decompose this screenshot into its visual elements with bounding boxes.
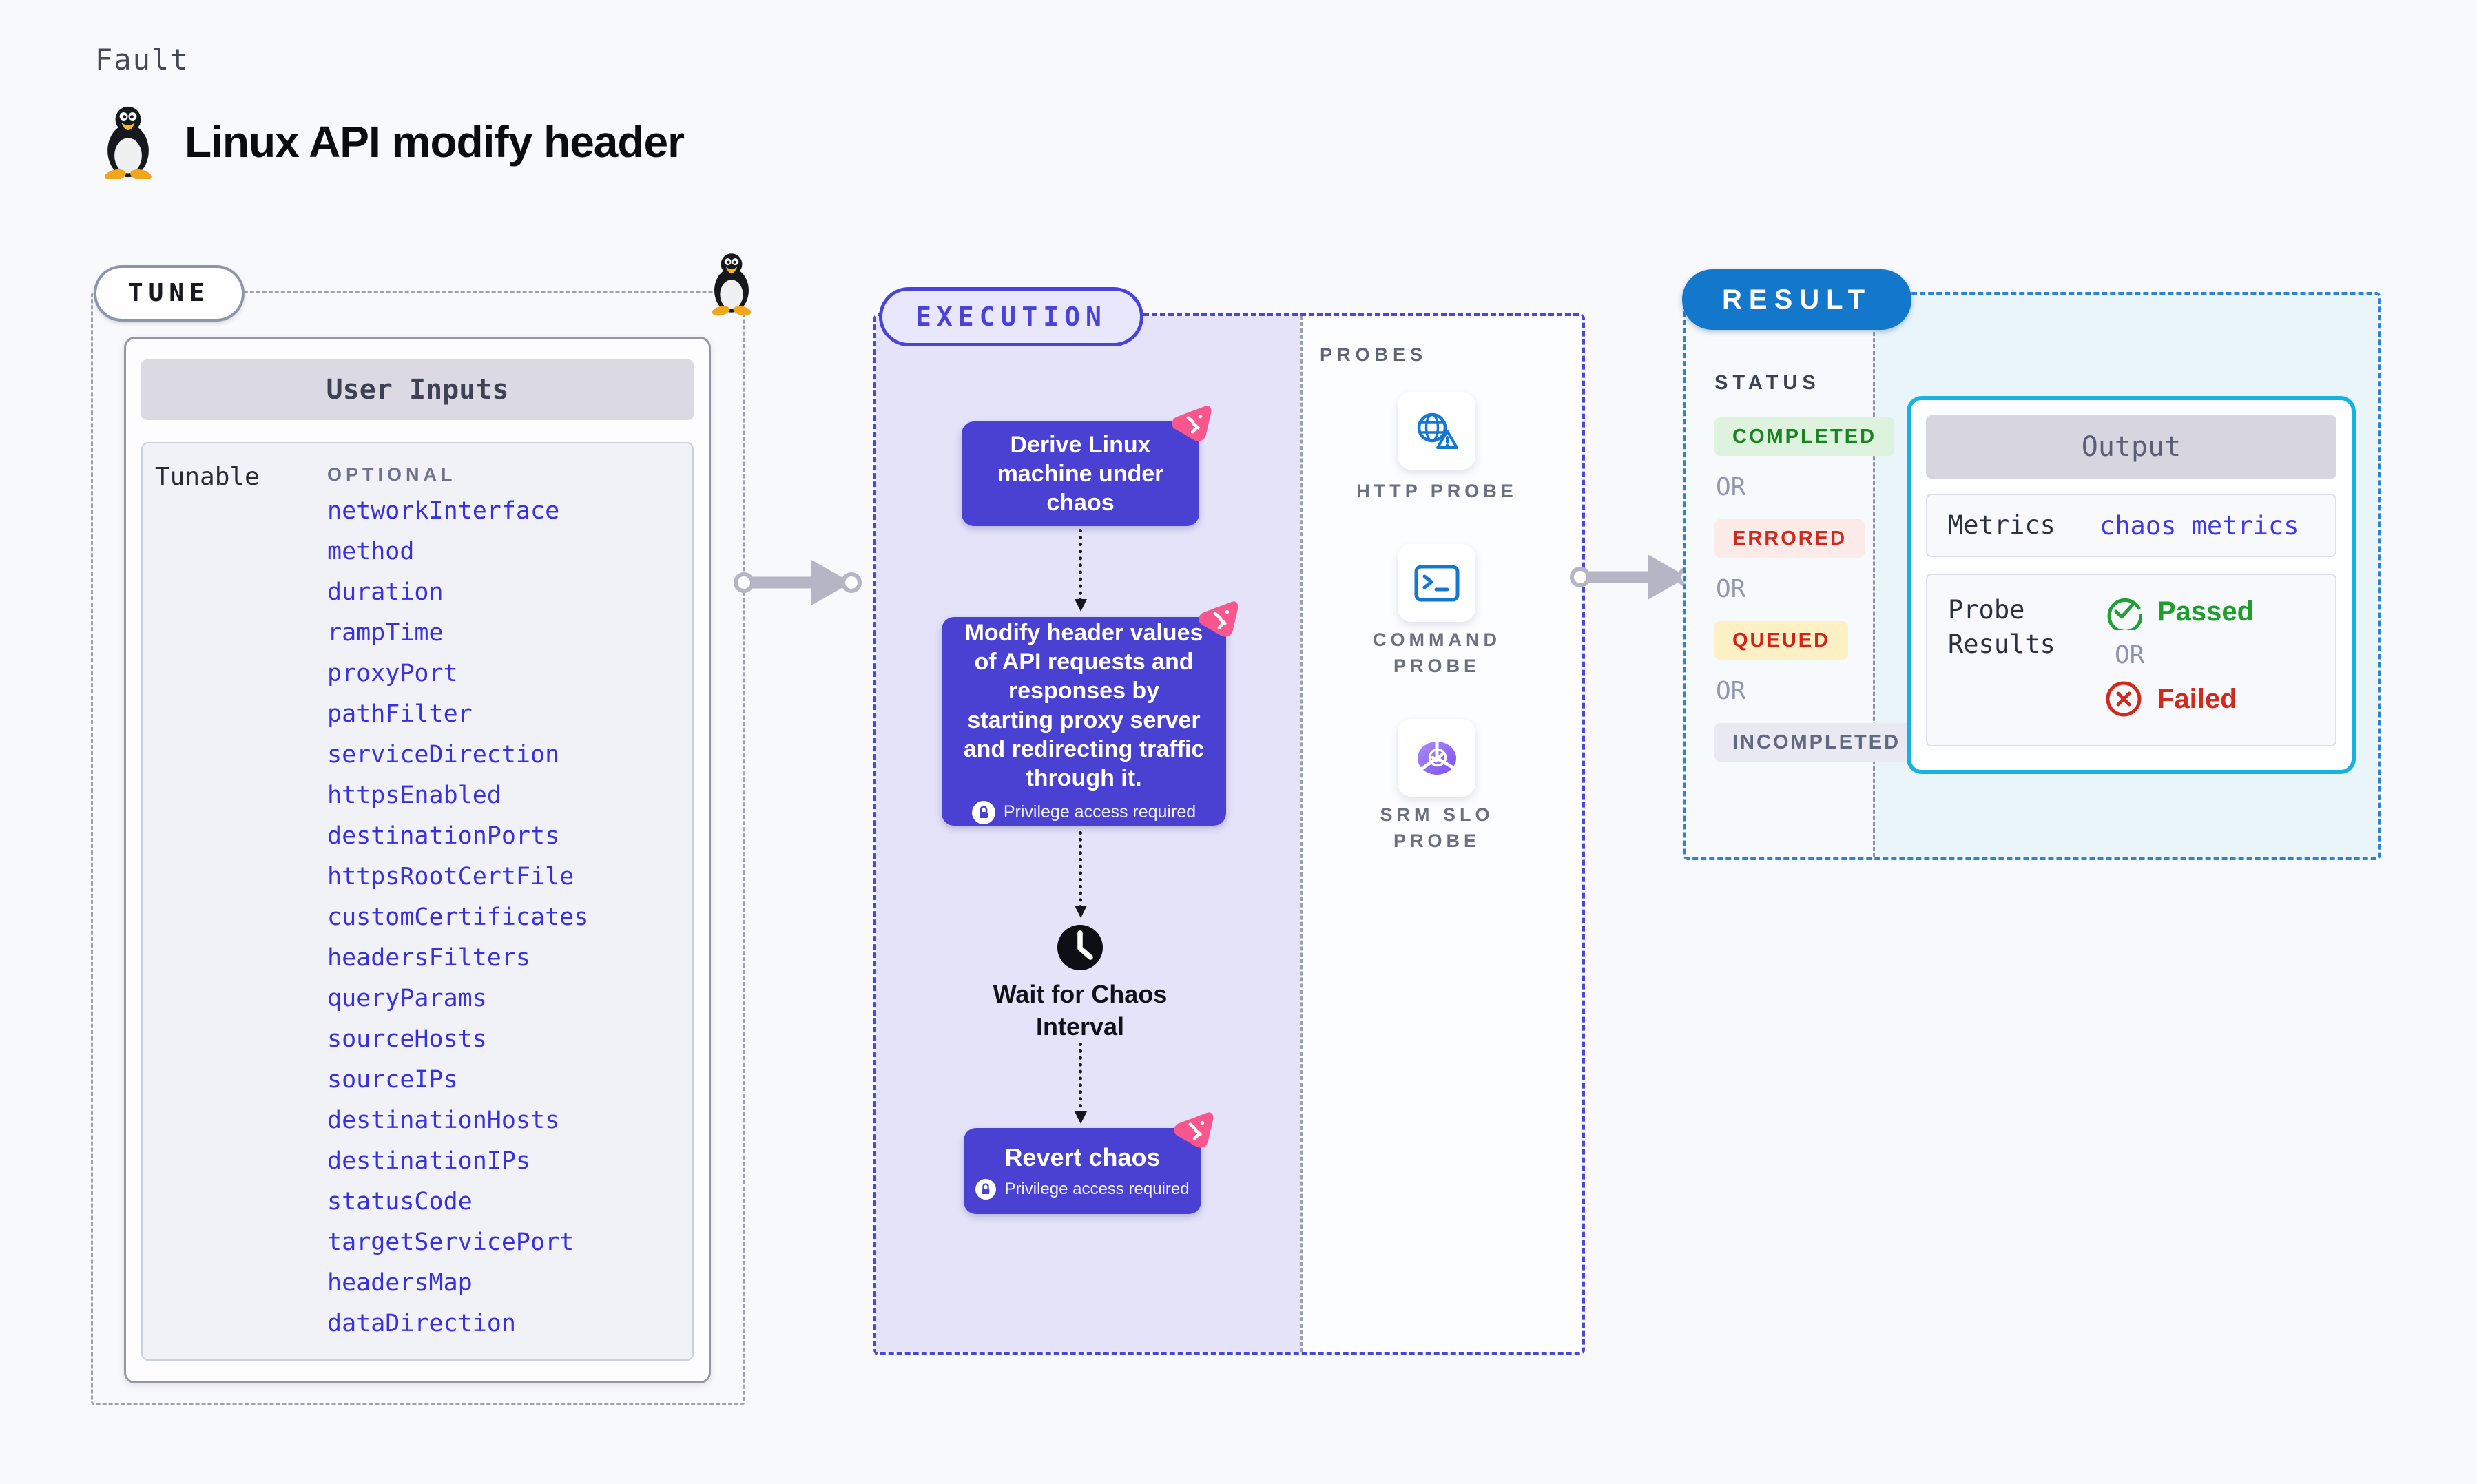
- chaos-metrics-link[interactable]: chaos metrics: [2100, 510, 2299, 541]
- tune-section: [91, 291, 745, 1405]
- tunable-link-sourceHosts[interactable]: sourceHosts: [327, 1025, 487, 1053]
- tunable-link-serviceDirection[interactable]: serviceDirection: [327, 741, 560, 769]
- status-panel: [1686, 295, 1873, 857]
- probe-card-srm-slo[interactable]: [1398, 719, 1475, 797]
- tunable-link-proxyPort[interactable]: proxyPort: [327, 660, 458, 687]
- tunable-link-headersMap[interactable]: headersMap: [327, 1269, 473, 1297]
- lock-icon: [975, 1178, 997, 1200]
- tunable-link-statusCode[interactable]: statusCode: [327, 1188, 473, 1215]
- probe-card-command[interactable]: [1398, 544, 1475, 622]
- failed-label: Failed: [2157, 683, 2237, 714]
- tunable-link-headersFilters[interactable]: headersFilters: [327, 944, 531, 972]
- tunable-link-pathFilter[interactable]: pathFilter: [327, 700, 473, 728]
- result-badge: RESULT: [1682, 269, 1912, 330]
- metrics-row: Metrics chaos metrics: [1926, 494, 2336, 557]
- status-label: STATUS: [1714, 372, 1821, 394]
- metrics-label: Metrics: [1948, 510, 2055, 541]
- probe-label-http: HTTP PROBE: [1356, 481, 1517, 501]
- page-title: Linux API modify header: [185, 117, 685, 167]
- probe-label-command: COMMAND PROBE: [1373, 629, 1501, 676]
- probes-panel: [1300, 316, 1582, 1352]
- tunable-link-queryParams[interactable]: queryParams: [327, 985, 487, 1012]
- tunable-link-targetServicePort[interactable]: targetServicePort: [327, 1229, 574, 1256]
- tux-icon-small: [712, 253, 752, 316]
- tunables-list: networkInterface method duration rampTime pr…: [327, 491, 692, 1344]
- status-badge-queued: QUEUED: [1714, 621, 1849, 660]
- probe-results-label: Probe Results: [1948, 595, 2055, 659]
- clock-icon: [1057, 925, 1103, 970]
- tunable-link-httpsEnabled[interactable]: httpsEnabled: [327, 782, 501, 809]
- output-title: Output: [1926, 415, 2336, 479]
- execution-section: Derive Linux machine under chaos Modify …: [873, 313, 1585, 1355]
- chaos-fault-icon: [1174, 1112, 1214, 1148]
- tunable-link-sourceIPs[interactable]: sourceIPs: [327, 1066, 458, 1094]
- probe-label-srm-slo: SRM SLO PROBE: [1380, 804, 1494, 851]
- step-inject-chaos: Modify header values of API requests and…: [942, 601, 1238, 826]
- globe-alert-icon: [1417, 412, 1458, 449]
- tunable-link-method[interactable]: method: [327, 538, 415, 565]
- probes-label: PROBES: [1320, 344, 1428, 365]
- verdict-passed: Passed: [2105, 593, 2254, 630]
- tune-badge: TUNE: [94, 265, 245, 322]
- tunable-link-destinationPorts[interactable]: destinationPorts: [327, 822, 560, 850]
- user-inputs-body: Tunable OPTIONAL networkInterface method d…: [141, 442, 694, 1361]
- status-badge-incompleted: INCOMPLETED: [1714, 723, 1919, 762]
- status-badge-errored: ERRORED: [1714, 519, 1865, 558]
- step-revert-chaos: Revert chaos Privilege access required: [964, 1112, 1214, 1214]
- tunable-link-customCertificates[interactable]: customCertificates: [327, 903, 589, 931]
- status-or-label: OR: [1716, 473, 1746, 501]
- result-section: STATUS COMPLETED OR ERRORED OR QUEUED OR INCOM…: [1683, 292, 2381, 860]
- tunable-link-duration[interactable]: duration: [327, 578, 444, 606]
- tunable-link-rampTime[interactable]: rampTime: [327, 619, 444, 647]
- tux-icon: [105, 106, 152, 179]
- terminal-icon: [1414, 565, 1459, 601]
- dotted-arrow-icon: [1075, 529, 1087, 612]
- step-derive-machine: Derive Linux machine under chaos: [962, 406, 1212, 526]
- arrow-tune-to-execution-icon: [734, 560, 862, 605]
- dotted-arrow-icon: [1075, 831, 1087, 918]
- tunable-link-networkInterface[interactable]: networkInterface: [327, 497, 560, 525]
- tunable-link-dataDirection[interactable]: dataDirection: [327, 1310, 516, 1337]
- status-badge-completed: COMPLETED: [1714, 417, 1895, 456]
- fault-kicker: Fault: [95, 43, 189, 76]
- execution-badge: EXECUTION: [879, 287, 1143, 346]
- chaos-fault-icon: [1199, 601, 1238, 637]
- step-inject-label: Modify header values of API requests and…: [963, 620, 1205, 791]
- check-circle-icon: [2107, 598, 2142, 630]
- output-card: Output Metrics chaos metrics Probe Resul…: [1907, 396, 2356, 774]
- optional-column-label: OPTIONAL: [327, 464, 457, 485]
- privilege-note: Privilege access required: [971, 800, 1196, 824]
- probe-results-row: Probe Results Passed OR: [1926, 574, 2336, 746]
- chaos-fault-icon: [1172, 406, 1212, 441]
- tunable-link-httpsRootCertFile[interactable]: httpsRootCertFile: [327, 863, 574, 890]
- tunable-row-label: Tunable: [155, 463, 260, 491]
- status-or-label: OR: [1716, 677, 1746, 705]
- step-derive-label: Derive Linux machine under chaos: [997, 431, 1164, 516]
- tunable-link-destinationIPs[interactable]: destinationIPs: [327, 1147, 531, 1175]
- page-header: Linux API modify header: [96, 105, 685, 179]
- step-revert-label: Revert chaos: [1004, 1143, 1161, 1172]
- privilege-note-label: Privilege access required: [1004, 1179, 1190, 1198]
- user-inputs-card: User Inputs Tunable OPTIONAL networkInte…: [124, 337, 711, 1383]
- privilege-note: Privilege access required: [975, 1178, 1190, 1200]
- probe-card-http[interactable]: [1398, 392, 1475, 470]
- verdict-failed: Failed: [2105, 680, 2254, 718]
- slo-donut-icon: [1417, 740, 1456, 775]
- lock-icon: [971, 800, 995, 824]
- status-list: COMPLETED OR ERRORED OR QUEUED OR INCOMPLETED: [1714, 417, 1919, 762]
- verdict-or-label: OR: [2115, 641, 2145, 669]
- x-circle-icon: [2106, 681, 2142, 717]
- wait-step-label: Wait for Chaos Interval: [993, 980, 1168, 1041]
- user-inputs-title: User Inputs: [141, 359, 694, 420]
- privilege-note-label: Privilege access required: [1003, 802, 1196, 822]
- dotted-arrow-icon: [1075, 1043, 1087, 1124]
- passed-label: Passed: [2157, 596, 2255, 627]
- tunable-link-destinationHosts[interactable]: destinationHosts: [327, 1107, 560, 1134]
- wait-step: [1056, 923, 1104, 975]
- status-or-label: OR: [1716, 575, 1746, 603]
